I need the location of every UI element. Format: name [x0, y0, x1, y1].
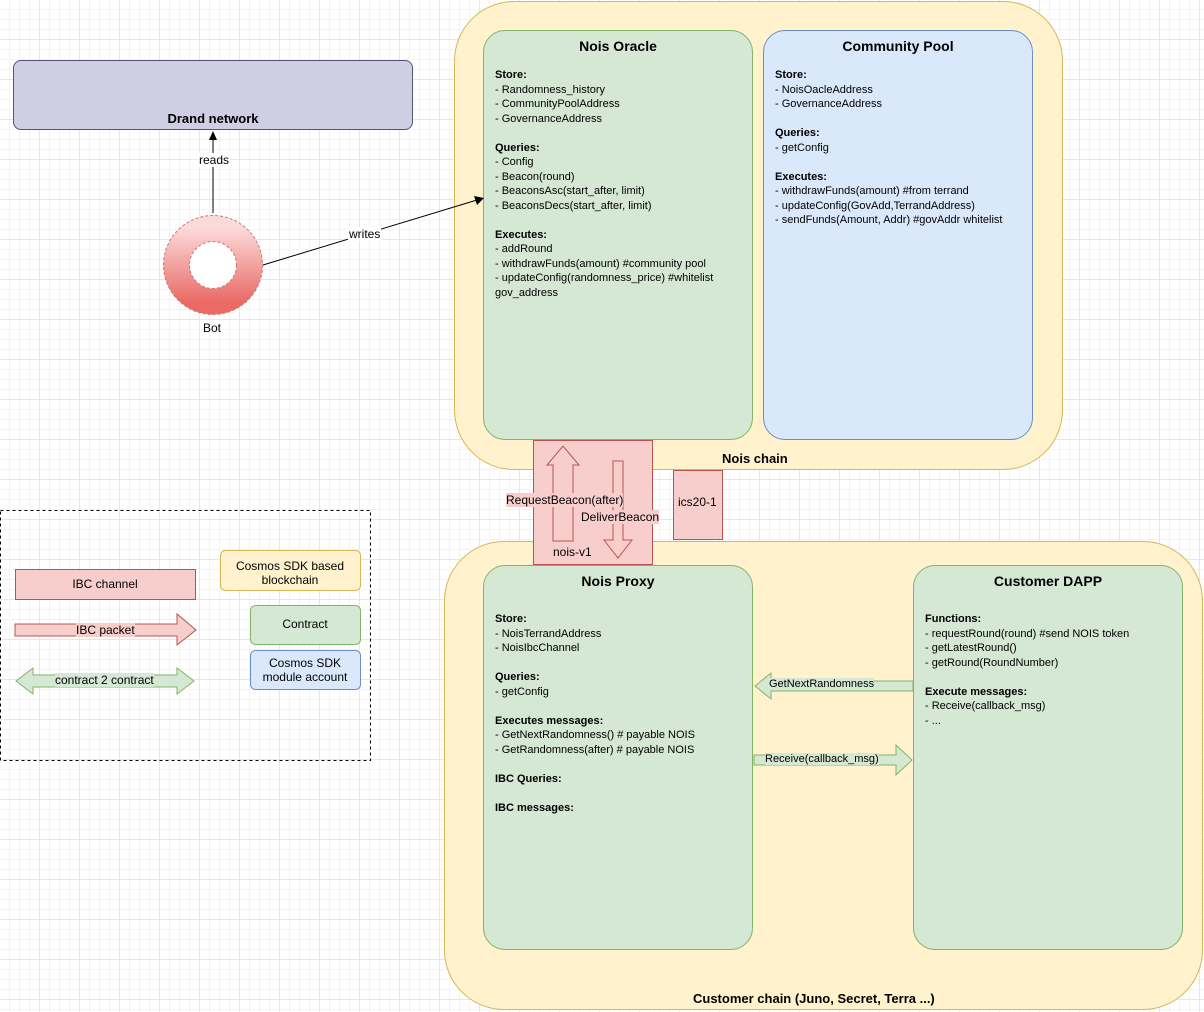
- section-line: - Receive(callback_msg): [925, 700, 1046, 712]
- ics20-label: ics20-1: [678, 495, 717, 509]
- drand-network-title: Drand network: [167, 111, 259, 126]
- deliver-beacon-arrow: [602, 460, 634, 559]
- customer-dapp-contract: Customer DAPP Functions: - requestRound(r…: [913, 565, 1183, 950]
- writes-arrowhead: [474, 196, 484, 205]
- section-line: - withdrawFunds(amount) #community pool: [495, 257, 706, 270]
- legend-ibc-packet-label: IBC packet: [76, 623, 135, 637]
- legend-ibc-channel-label: IBC channel: [72, 577, 138, 591]
- customer-dapp-title: Customer DAPP: [993, 573, 1103, 589]
- section-line: - Randomness_history: [495, 83, 606, 96]
- receive-callback-label: Receive(callback_msg): [765, 753, 879, 765]
- get-next-randomness-label: GetNextRandomness: [769, 678, 875, 690]
- section-line: - Beacon(round): [495, 170, 575, 183]
- nois-oracle-contract: Nois Oracle Store: - Randomness_history - …: [483, 30, 753, 440]
- section-line: - ...: [925, 714, 941, 727]
- reads-label: reads: [198, 153, 231, 167]
- section-line: - GovernanceAddress: [495, 112, 602, 125]
- section-line: - requestRound(round) #send NOIS token: [925, 627, 1130, 640]
- section-line: - addRound: [495, 243, 553, 255]
- section-heading: Executes:: [775, 170, 827, 183]
- ibc-channel-ics20: [673, 470, 723, 540]
- deliver-beacon-label: DeliverBeacon: [581, 510, 660, 524]
- section-heading: Store:: [775, 69, 807, 81]
- section-line: - NoisOacleAddress: [775, 83, 873, 96]
- section-line: - Config: [495, 156, 534, 168]
- section-heading: IBC messages:: [495, 801, 574, 814]
- legend-cosmos-blockchain-label: Cosmos SDK based blockchain: [235, 559, 345, 587]
- section-heading: IBC Queries:: [495, 772, 562, 785]
- section-heading: Queries:: [495, 671, 540, 683]
- nois-v1-label: nois-v1: [553, 545, 592, 559]
- section-line: - getLatestRound(): [925, 642, 1017, 654]
- section-heading: Functions:: [925, 613, 982, 625]
- legend-contract-label: Contract: [282, 617, 328, 631]
- customer-chain-label: Customer chain (Juno, Secret, Terra ...): [693, 991, 935, 1006]
- section-heading: Store:: [495, 69, 527, 81]
- section-heading: Execute messages:: [925, 685, 1028, 698]
- customer-dapp-body: Functions: - requestRound(round) #send NO…: [925, 612, 1176, 728]
- section-line: - sendFunds(Amount, Addr) #govAddr white…: [775, 214, 1003, 226]
- legend-contract-swatch: [250, 605, 361, 645]
- legend-contract-2-contract-label: contract 2 contract: [55, 673, 154, 687]
- section-heading: Queries:: [775, 127, 820, 139]
- section-line: - getConfig: [775, 141, 829, 154]
- legend-frame: [0, 510, 371, 761]
- section-line: - getRound(RoundNumber): [925, 656, 1059, 669]
- section-line: gov_address: [495, 286, 558, 299]
- section-heading: Executes:: [495, 228, 547, 241]
- section-line: - withdrawFunds(amount) #from terrand: [775, 185, 969, 197]
- section-heading: Queries:: [495, 141, 540, 154]
- bot-label: Bot: [203, 321, 222, 335]
- community-pool-body: Store: - NoisOacleAddress - GovernanceAddr…: [775, 68, 1026, 228]
- community-pool-contract: Community Pool Store: - NoisOacleAddress -…: [763, 30, 1033, 440]
- request-beacon-label: RequestBeacon(after): [506, 493, 624, 507]
- nois-chain-label: Nois chain: [722, 451, 788, 466]
- section-heading: Store:: [495, 613, 527, 625]
- section-line: - BeaconsAsc(start_after, limit): [495, 185, 645, 197]
- legend-cosmos-blockchain-swatch: [220, 550, 361, 591]
- section-line: - CommunityPoolAddress: [495, 98, 620, 110]
- bot-icon: [163, 215, 263, 315]
- section-line: - BeaconsDecs(start_after, limit): [495, 199, 652, 212]
- nois-proxy-contract: Nois Proxy Store: - NoisTerrandAddress - N…: [483, 565, 753, 950]
- section-line: - NoisTerrandAddress: [495, 627, 602, 640]
- nois-oracle-body: Store: - Randomness_history - CommunityPoo…: [495, 68, 746, 300]
- section-line: - getConfig: [495, 685, 549, 698]
- nois-proxy-title: Nois Proxy: [581, 573, 655, 589]
- section-line: - GetNextRandomness() # payable NOIS: [495, 729, 695, 741]
- legend-module-account-swatch: [250, 650, 361, 690]
- section-line: - GovernanceAddress: [775, 98, 882, 110]
- legend-ibc-channel-swatch: [15, 569, 196, 600]
- reads-arrowhead: [209, 131, 217, 140]
- community-pool-title: Community Pool: [842, 38, 954, 54]
- nois-proxy-body: Store: - NoisTerrandAddress - NoisIbcChann…: [495, 612, 746, 815]
- drand-network: Drand network: [13, 60, 413, 130]
- writes-label: writes: [348, 227, 382, 241]
- section-line: - GetRandomness(after) # payable NOIS: [495, 743, 695, 756]
- section-heading: Executes messages:: [495, 714, 604, 727]
- section-line: - updateConfig(randomness_price) #whitel…: [495, 272, 714, 284]
- section-line: - updateConfig(GovAdd,TerrandAddress): [775, 199, 975, 212]
- legend-module-account-label: Cosmos SDK module account: [262, 656, 348, 684]
- section-line: - NoisIbcChannel: [495, 642, 580, 654]
- nois-oracle-title: Nois Oracle: [579, 38, 657, 54]
